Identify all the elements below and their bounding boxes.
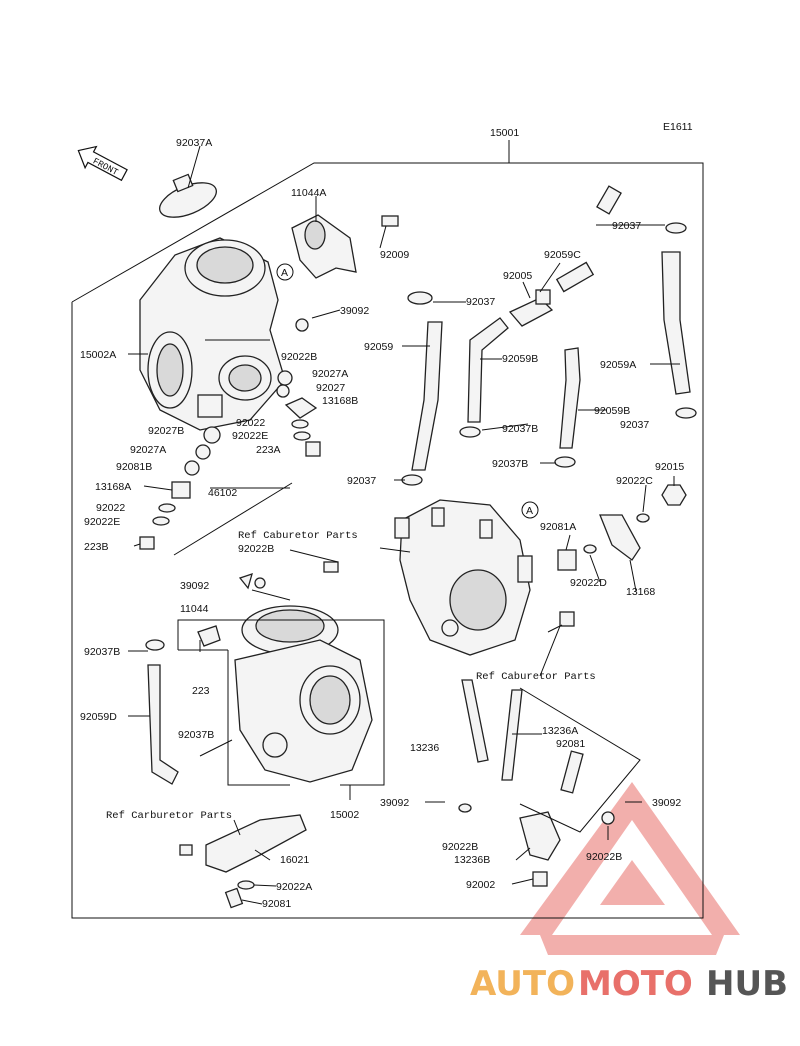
callout: 92027 xyxy=(316,382,345,394)
leader-lines xyxy=(128,145,680,905)
callout: 92022B xyxy=(442,841,478,853)
watermark-moto: MOTO xyxy=(578,964,693,1004)
callout: 13168 xyxy=(626,586,655,598)
callout: 15002A xyxy=(80,349,116,361)
callout: 92081 xyxy=(556,738,585,750)
callout: 13236A xyxy=(542,725,578,737)
callout: 92002 xyxy=(466,879,495,891)
watermark-hub: HUB xyxy=(706,964,788,1004)
callout: 92022E xyxy=(84,516,120,528)
callout: 39092 xyxy=(180,580,209,592)
hose-92059d xyxy=(147,664,179,785)
callout: 11044 xyxy=(180,603,209,615)
callout: 92037A xyxy=(176,137,212,149)
hose-92059a xyxy=(661,251,691,395)
callout: 92022 xyxy=(96,502,125,514)
callout: 92081 xyxy=(262,898,291,910)
callout: 13168B xyxy=(322,395,358,407)
diagram-code: E1611 xyxy=(663,121,693,133)
callout: 92022B xyxy=(281,351,317,363)
hose-92059b xyxy=(467,317,509,423)
lever-13236b xyxy=(519,811,561,861)
callout: 92037B xyxy=(502,423,538,435)
callout: 13168A xyxy=(95,481,131,493)
callout: 46102 xyxy=(208,487,237,499)
hose-92059b-lower xyxy=(559,347,581,449)
callout: 92027A xyxy=(312,368,348,380)
callout: 11044A xyxy=(291,187,326,199)
callout: 15001 xyxy=(490,127,519,139)
callout: 13236B xyxy=(454,854,490,866)
lever-13236 xyxy=(461,679,489,763)
callout: 92059D xyxy=(80,711,117,723)
callout: 92059 xyxy=(364,341,393,353)
callout: 92037B xyxy=(492,458,528,470)
callout: 92022B xyxy=(238,543,274,555)
callout: 92037B xyxy=(84,646,120,658)
callout: 39092 xyxy=(340,305,369,317)
marker-a-1: A xyxy=(276,263,294,281)
carburetor-b-body xyxy=(394,499,533,656)
front-arrow-icon: FRONT xyxy=(77,145,128,182)
ref-label: Ref Carburetor Parts xyxy=(106,810,232,822)
callout-labels: 92037A 15001 11044A 92009 92037 92059C 9… xyxy=(80,127,684,910)
screw-92009 xyxy=(379,215,399,249)
callout: 92015 xyxy=(655,461,684,473)
callout: 92022 xyxy=(236,417,265,429)
callout: 92022B xyxy=(586,851,622,863)
callout: 92027B xyxy=(148,425,184,437)
callout: 92037 xyxy=(612,220,641,232)
callout: 92059B xyxy=(594,405,630,417)
callout: 223B xyxy=(84,541,109,553)
callout: 92009 xyxy=(380,249,409,261)
callout: 92027A xyxy=(130,444,166,456)
ref-label: Ref Caburetor Parts xyxy=(238,530,358,542)
marker-a-2: A xyxy=(521,501,539,519)
callout: 92059A xyxy=(600,359,636,371)
hose-92059 xyxy=(411,321,443,471)
callout: 92059B xyxy=(502,353,538,365)
callout: 92059C xyxy=(544,249,581,261)
bracket-11044a xyxy=(291,214,357,279)
marker-a-label-1: A xyxy=(281,267,288,279)
callout: 39092 xyxy=(380,797,409,809)
callout: 92022D xyxy=(570,577,607,589)
watermark-logo xyxy=(520,782,740,955)
callout: 92081B xyxy=(116,461,152,473)
callout: 15002 xyxy=(330,809,359,821)
callout: 92005 xyxy=(503,270,532,282)
watermark-auto: AUTO xyxy=(470,964,575,1004)
callout: 223 xyxy=(192,685,210,697)
callout: 92022E xyxy=(232,430,268,442)
callout: 92022A xyxy=(276,881,312,893)
lever-13236a xyxy=(501,689,523,781)
callout: 39092 xyxy=(652,797,681,809)
callout: 92081A xyxy=(540,521,576,533)
carburetor-a-body xyxy=(139,237,286,431)
callout: 92037B xyxy=(178,729,214,741)
callout: 13236 xyxy=(410,742,439,754)
marker-a-label-2: A xyxy=(526,505,533,517)
callout: 16021 xyxy=(280,854,309,866)
group-frame-15002 xyxy=(177,619,385,786)
carburetor-c-body xyxy=(234,605,373,783)
assembly-frame xyxy=(71,162,704,919)
callout: 92037 xyxy=(466,296,495,308)
watermark-text: AUTO MOTO HUB xyxy=(470,964,788,1004)
callout: 92037 xyxy=(620,419,649,431)
callout: 92022C xyxy=(616,475,653,487)
callout: 92037 xyxy=(347,475,376,487)
callout: 223A xyxy=(256,444,281,456)
ref-label: Ref Caburetor Parts xyxy=(476,671,596,683)
